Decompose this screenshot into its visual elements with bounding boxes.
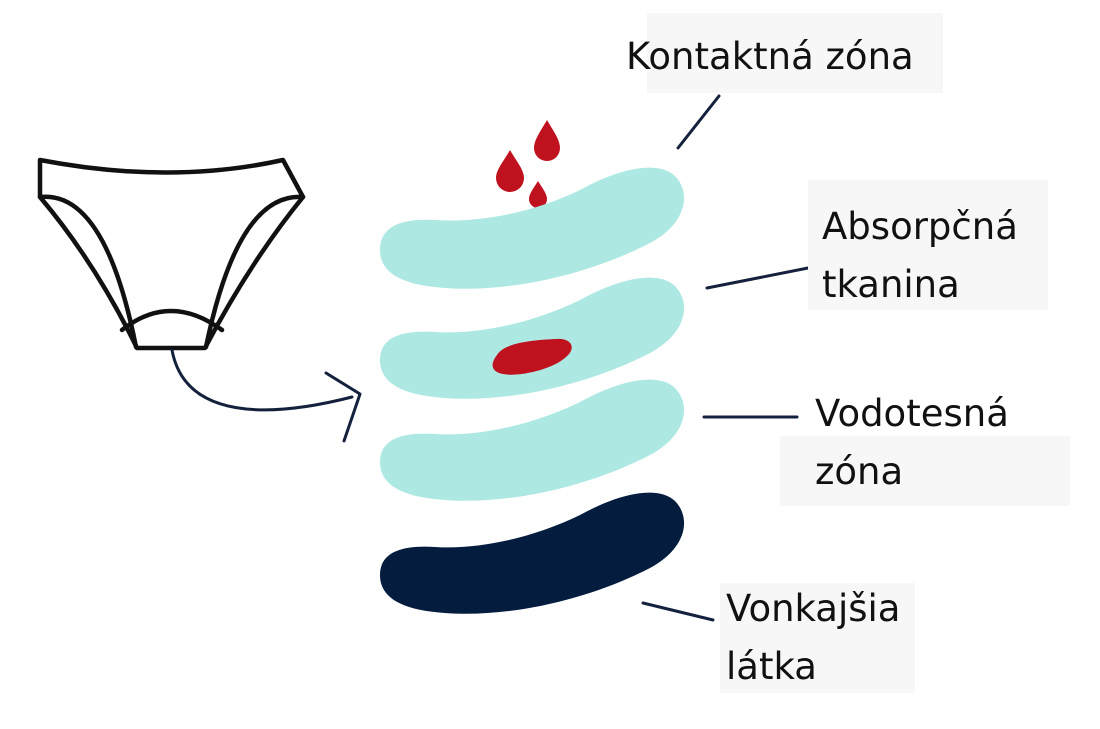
waterproof-label-line2: zóna: [815, 450, 904, 493]
waterproof-label-line1: Vodotesná: [815, 392, 1009, 435]
blood-drop-icon: [496, 120, 560, 208]
absorbent-leader-line: [705, 266, 810, 290]
outer-leader-line: [641, 601, 715, 622]
contact-zone-label: Kontaktná zóna: [626, 35, 914, 78]
outer-label-line1: Vonkajšia: [726, 587, 901, 630]
contact-leader-line: [676, 94, 721, 150]
waterproof-layer: [380, 379, 685, 501]
waterproof-label-box: [780, 436, 1070, 506]
outer-layer: [380, 492, 685, 614]
outer-label-box: [720, 583, 915, 693]
contact-layer: [380, 167, 685, 289]
contact-label-box: [647, 13, 943, 93]
underwear-icon: [37, 157, 306, 351]
blood-stain: [492, 338, 572, 375]
absorbent-label-line2: tkanina: [822, 263, 960, 306]
curved-arrow-icon: [170, 348, 362, 443]
absorbent-label-box: [808, 180, 1048, 310]
absorbent-label-line1: Absorpčná: [822, 205, 1018, 248]
absorbent-layer: [380, 277, 685, 399]
outer-label-line2: látka: [726, 645, 817, 688]
